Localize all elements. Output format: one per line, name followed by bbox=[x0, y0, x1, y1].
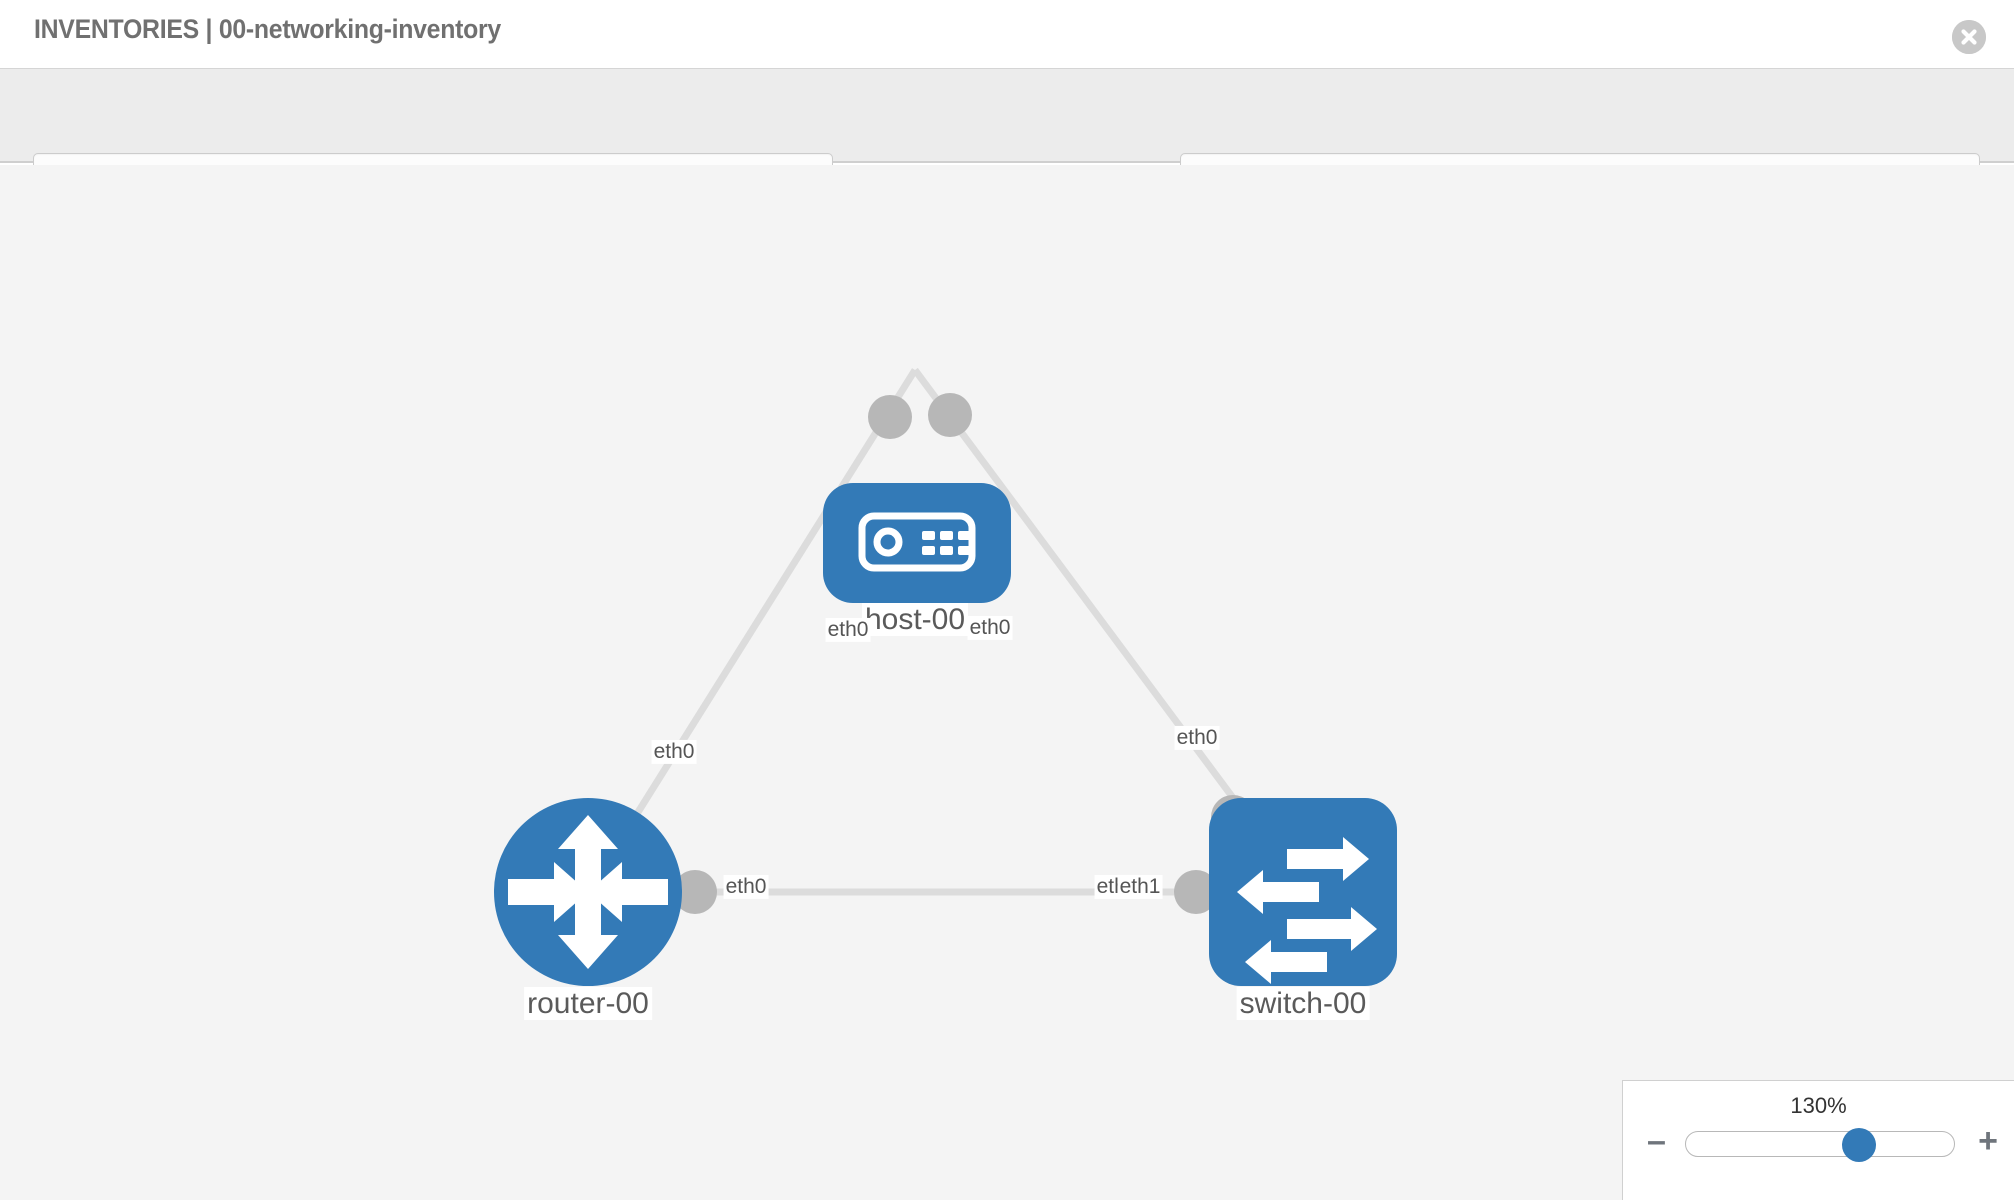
link-host00-router00 bbox=[585, 368, 918, 894]
port-label-eth0: eth0 bbox=[967, 615, 1013, 641]
zoom-control-panel: 130% – + bbox=[1622, 1080, 2014, 1200]
zoom-slider-thumb[interactable] bbox=[1841, 1128, 1876, 1162]
port-switch00-eth1 bbox=[1174, 870, 1218, 914]
page-title: INVENTORIES | 00-networking-inventory bbox=[34, 14, 501, 44]
page-header: INVENTORIES | 00-networking-inventory bbox=[0, 0, 2014, 68]
port-host00-eth0-left bbox=[868, 395, 912, 439]
zoom-in-button[interactable]: + bbox=[1978, 1122, 1998, 1160]
port-router00-eth0 bbox=[673, 870, 717, 914]
topology-canvas[interactable]: host-00 router-00 switch-00 eth0 eth0 et… bbox=[0, 165, 2014, 1200]
router-icon bbox=[508, 815, 668, 969]
zoom-percent-label: 130% bbox=[1790, 1093, 1847, 1118]
port-label-eth0: eth0 bbox=[825, 617, 871, 643]
close-icon[interactable] bbox=[1952, 20, 1986, 54]
zoom-slider[interactable] bbox=[1685, 1128, 1955, 1162]
switch-icon bbox=[1237, 837, 1377, 984]
node-host-00 bbox=[823, 483, 1011, 603]
node-host-00-shape bbox=[823, 483, 1011, 603]
toolbar: ACTIONS SEARCH bbox=[0, 68, 2014, 210]
port-host00-eth0-right bbox=[928, 393, 972, 437]
server-icon bbox=[858, 512, 976, 572]
node-switch-00 bbox=[1209, 798, 1397, 986]
server-icon-details bbox=[873, 527, 971, 557]
port-label-eth1: eth1 bbox=[1117, 874, 1163, 900]
port-label-eth0: eth0 bbox=[1174, 725, 1220, 751]
port-label-eth0: eth0 bbox=[723, 874, 769, 900]
topology-graph bbox=[494, 367, 1397, 986]
port-label-eth0: eth0 bbox=[651, 739, 697, 765]
node-router-00 bbox=[494, 798, 682, 986]
node-label-router-00: router-00 bbox=[524, 987, 652, 1020]
zoom-out-button[interactable]: – bbox=[1647, 1122, 1666, 1160]
node-label-switch-00: switch-00 bbox=[1236, 987, 1370, 1020]
node-label-host-00: host-00 bbox=[861, 603, 969, 636]
topology-ports bbox=[673, 393, 1255, 914]
